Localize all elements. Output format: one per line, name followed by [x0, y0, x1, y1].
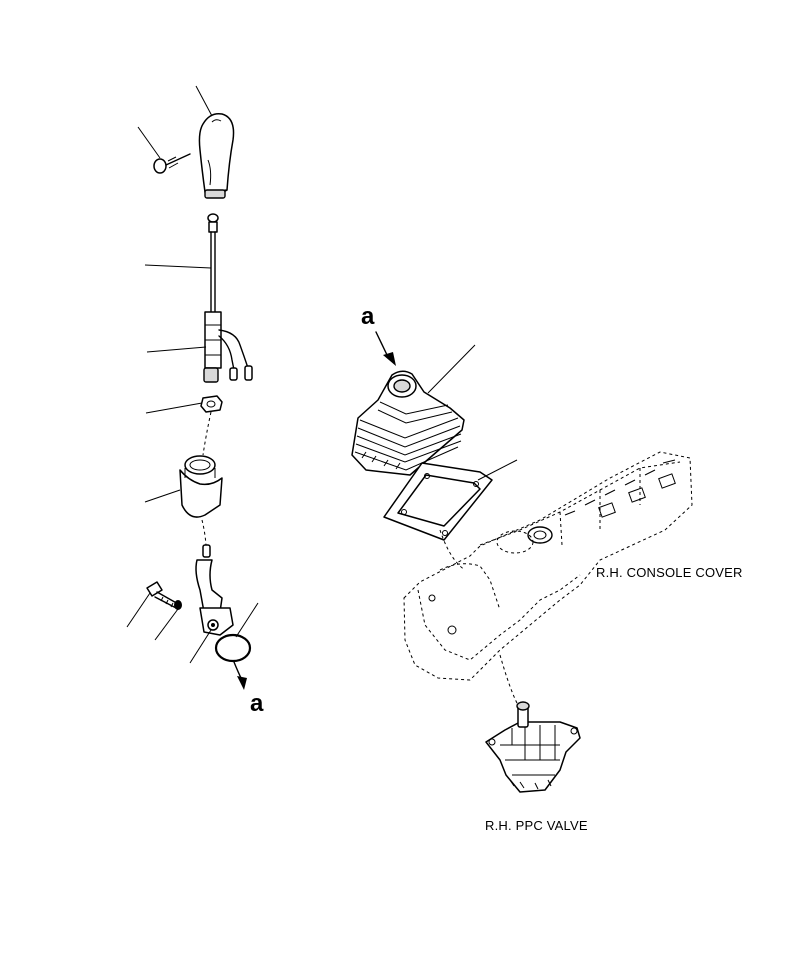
spring-washer	[174, 600, 182, 610]
ppc-valve	[485, 701, 581, 793]
ppc-valve-label: R.H. PPC VALVE	[485, 818, 588, 833]
lock-nut	[200, 395, 223, 456]
ref-arrow-bottom	[233, 661, 247, 690]
lever-arm	[195, 519, 234, 636]
valve-guide-line	[499, 654, 519, 706]
rubber-boot	[351, 370, 465, 476]
lever-knob	[198, 112, 235, 199]
boot-frame	[383, 462, 493, 571]
ref-label-top: a	[361, 303, 375, 330]
console-cover	[403, 451, 693, 681]
lever-holder	[179, 455, 223, 518]
o-ring	[214, 633, 252, 663]
knob-screw	[153, 153, 191, 174]
ref-arrow-top	[375, 331, 396, 366]
switch-rod	[203, 213, 253, 383]
leader-lines-left	[126, 85, 259, 664]
leader-lines-right	[427, 344, 518, 481]
ref-label-bottom: a	[250, 690, 264, 717]
console-cover-label: R.H. CONSOLE COVER	[596, 565, 743, 580]
